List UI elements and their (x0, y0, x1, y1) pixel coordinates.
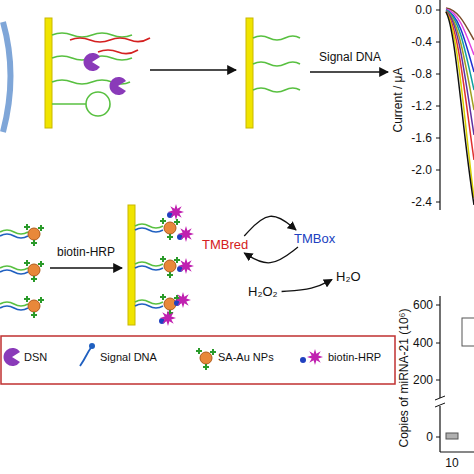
cycle-arrow (3, 22, 11, 132)
tick-label: -2.4 (411, 195, 432, 209)
streptavidin (38, 261, 44, 267)
streptavidin (38, 225, 44, 231)
reagent-name: H₂O₂ (248, 284, 278, 299)
dsn-enzyme (84, 53, 126, 95)
dna-duplex (0, 230, 28, 310)
dsn-icon (4, 348, 20, 366)
streptavidin (203, 364, 209, 370)
streptavidin (160, 294, 166, 300)
legend-text: Signal DNA (100, 351, 157, 364)
dna-duplex (135, 224, 163, 308)
streptavidin (210, 349, 216, 355)
streptavidin (31, 276, 37, 282)
process-arrow (50, 267, 122, 268)
tick-label: -0.4 (411, 35, 432, 49)
streptavidin (160, 256, 166, 262)
reagent-name: TMBred (202, 237, 248, 252)
hrp-star (160, 310, 176, 326)
hrp-star (178, 226, 194, 242)
arrow-label: biotin-HRP (57, 245, 115, 259)
tick-label: 400 (413, 336, 433, 350)
process-arrow (310, 71, 388, 72)
signal-dna-icon (80, 346, 92, 366)
electrode (45, 18, 52, 128)
streptavidin (31, 312, 37, 318)
reaction-arrow (244, 216, 296, 236)
legend-text: SA-Au NPs (218, 351, 274, 364)
streptavidin (31, 240, 37, 246)
streptavidin (24, 296, 30, 302)
sa-au-np (28, 264, 40, 276)
signal-dna-icon (89, 343, 95, 349)
reaction-arrow (244, 247, 298, 263)
tick-label: 0 (426, 430, 433, 444)
tick-label: 10 (445, 456, 458, 470)
streptavidin (174, 219, 180, 225)
tick-label: 200 (413, 373, 433, 387)
electrode (128, 205, 135, 325)
dna-strands (52, 33, 150, 116)
tick-label: -2.0 (411, 163, 432, 177)
sa-au-np (28, 300, 40, 312)
hrp-star (175, 292, 191, 308)
voltammogram (436, 0, 474, 210)
streptavidin (38, 297, 44, 303)
streptavidin (160, 218, 166, 224)
streptavidin (24, 260, 30, 266)
bar-chart (435, 296, 474, 452)
axis-title: Copies of miRNA-21 (10⁶) (397, 309, 411, 448)
streptavidin (167, 272, 173, 278)
biotin-dot (300, 357, 306, 363)
reagent-name: TMBox (294, 231, 335, 246)
reagent-label: H₂O (334, 268, 363, 285)
tick-label: -1.6 (411, 131, 432, 145)
reagent-label: TMBred (200, 236, 250, 253)
hrp-star (178, 258, 194, 274)
process-arrow (150, 69, 236, 70)
sa-au-np (28, 228, 40, 240)
reagent-label: H₂O₂ (246, 283, 280, 300)
sa-au-np (164, 260, 176, 272)
tick-label: 0.0 (415, 3, 432, 17)
streptavidin (24, 224, 30, 230)
streptavidin (196, 348, 202, 354)
axis-title: Current / μA (391, 68, 405, 133)
arrow-label: Signal DNA (319, 50, 381, 64)
tick-label: -1.2 (411, 99, 432, 113)
dna-strands (253, 36, 300, 92)
sa-au-np (164, 222, 176, 234)
reagent-label: TMBox (292, 230, 337, 247)
reagent-name: H₂O (336, 269, 361, 284)
reaction-arrow (282, 280, 332, 292)
sa-au-np (200, 352, 212, 364)
legend-text: biotin-HRP (328, 351, 381, 364)
electrode (246, 18, 253, 128)
hrp-star (168, 204, 184, 220)
hrp-star (307, 349, 323, 365)
tick-label: 600 (413, 298, 433, 312)
legend-text: DSN (24, 351, 47, 364)
streptavidin (174, 257, 180, 263)
streptavidin (167, 234, 173, 240)
tick-label: -0.8 (411, 67, 432, 81)
legend-frame (1, 336, 395, 384)
